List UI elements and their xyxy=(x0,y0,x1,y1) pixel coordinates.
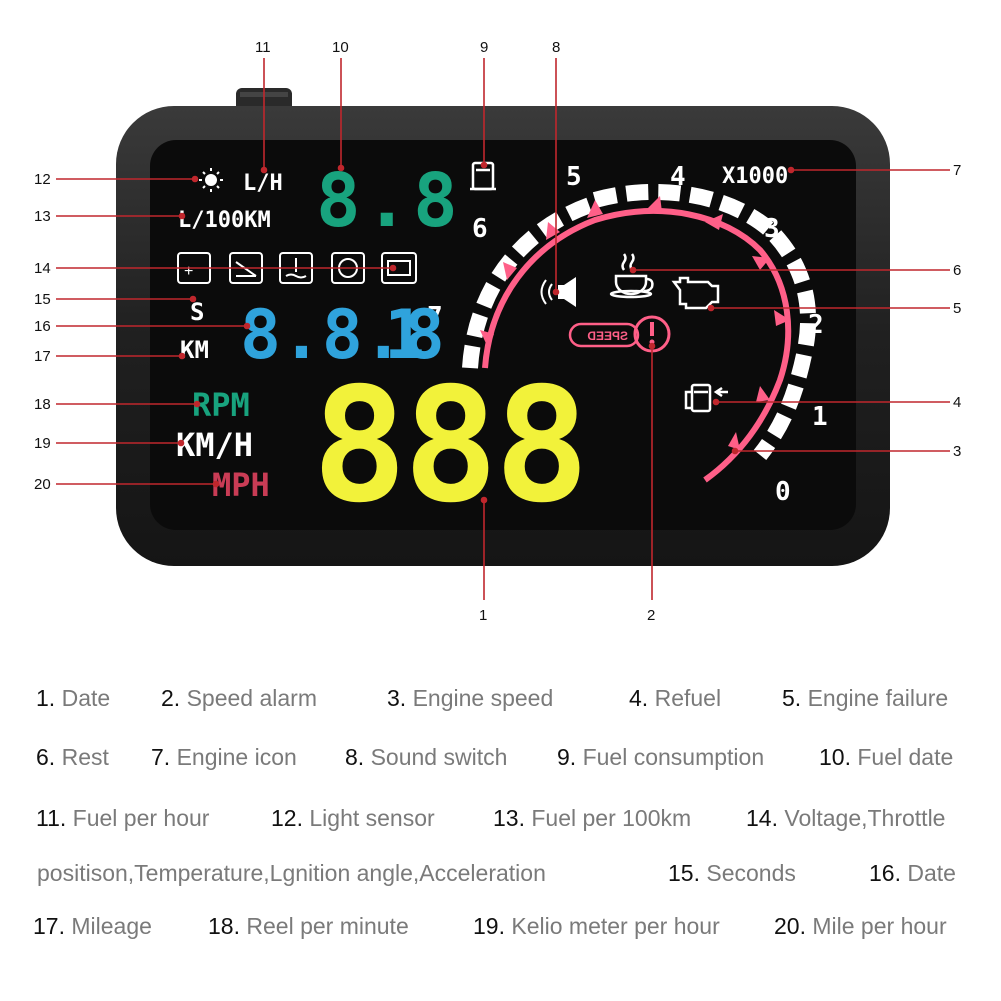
unit-rpm: RPM xyxy=(192,386,250,424)
unit-mph: MPH xyxy=(212,466,270,504)
rpm-tick-7: 7 xyxy=(427,302,443,332)
callout-10: 10 xyxy=(332,39,349,56)
callout-8: 8 xyxy=(552,39,560,56)
rpm-tick-5: 5 xyxy=(566,162,582,192)
callout-2: 2 xyxy=(647,607,655,624)
callout-7: 7 xyxy=(953,162,961,179)
mileage-prefix: 1 xyxy=(384,296,425,375)
callout-lines xyxy=(56,58,950,600)
rpm-tick-0: 0 xyxy=(775,477,791,507)
rpm-tick-1: 1 xyxy=(812,402,828,432)
mileage-readout: 8.8.8 xyxy=(240,296,445,375)
sound-switch-icon xyxy=(540,277,576,307)
hud-screen xyxy=(150,140,856,530)
callout-11: 11 xyxy=(255,39,271,56)
callout-13: 13 xyxy=(34,208,51,225)
scale-label: X1000 xyxy=(722,164,788,189)
callout-4: 4 xyxy=(953,394,961,411)
callout-numbers: 1 2 3 4 5 6 7 8 9 10 11 12 13 14 15 16 1… xyxy=(34,39,961,624)
callout-9: 9 xyxy=(480,39,488,56)
rpm-gauge xyxy=(462,183,816,483)
unit-seconds: S xyxy=(190,298,204,326)
refuel-icon xyxy=(684,383,728,413)
callout-16: 16 xyxy=(34,318,51,335)
speed-badge-text: SPEED xyxy=(587,329,628,343)
callout-12: 12 xyxy=(34,171,51,188)
callout-6: 6 xyxy=(953,262,961,279)
callout-17: 17 xyxy=(34,348,51,365)
rpm-tick-labels: 0 1 2 3 4 5 6 7 xyxy=(427,162,828,507)
rpm-tick-2: 2 xyxy=(808,310,824,340)
speed-alarm: SPEED xyxy=(568,315,671,353)
callout-3: 3 xyxy=(953,443,961,460)
callout-20: 20 xyxy=(34,476,51,493)
rpm-tick-6: 6 xyxy=(472,214,488,244)
rpm-tick-4: 4 xyxy=(670,162,686,192)
light-sensor-icon xyxy=(199,168,223,192)
unit-km: KM xyxy=(180,336,209,364)
rpm-tick-3: 3 xyxy=(764,214,780,244)
unit-kmh: KM/H xyxy=(176,426,253,464)
svg-text:+: + xyxy=(184,263,193,280)
callout-19: 19 xyxy=(34,435,51,452)
fuel-readout: 8.8 xyxy=(316,158,462,244)
callout-5: 5 xyxy=(953,300,961,317)
unit-lh: L/H xyxy=(243,171,283,196)
callout-1: 1 xyxy=(479,607,487,624)
engine-failure-icon xyxy=(671,276,720,310)
callout-15: 15 xyxy=(34,291,51,308)
unit-l100km: L/100KM xyxy=(178,208,271,233)
callout-18: 18 xyxy=(34,396,51,413)
speed-readout: 888 xyxy=(312,354,585,538)
callout-14: 14 xyxy=(34,260,51,277)
